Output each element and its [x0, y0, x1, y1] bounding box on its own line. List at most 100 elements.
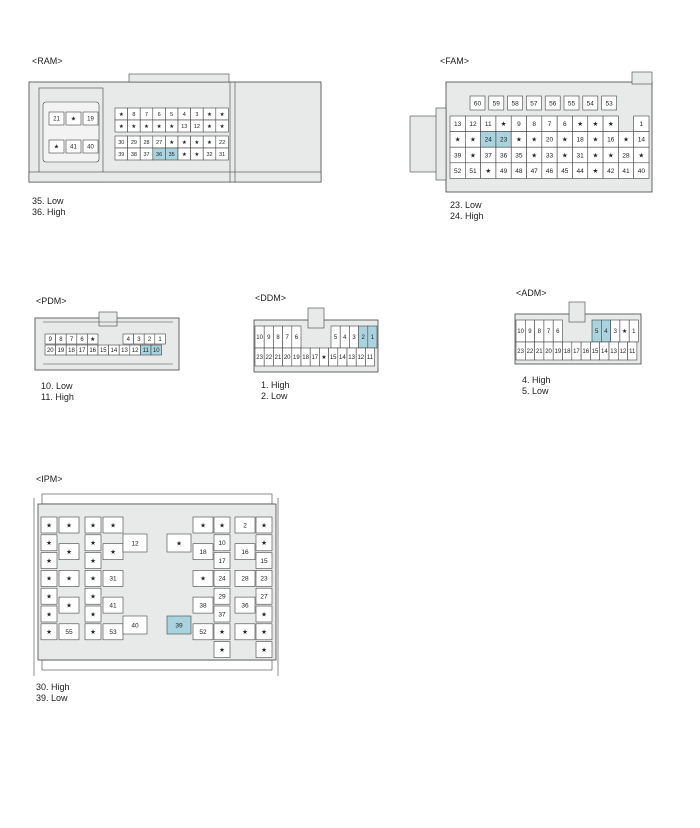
ipm-pin	[84, 623, 102, 641]
pin-label: 37	[485, 152, 493, 159]
pin-label: 5	[170, 112, 173, 118]
pin-label: 20	[47, 348, 54, 354]
pin-label: 41	[109, 602, 117, 609]
pin-label: ★	[119, 111, 124, 118]
ipm-pin	[255, 516, 273, 534]
pin-label: ★	[66, 601, 72, 609]
ram-notes: 35. Low 36. High	[32, 196, 66, 218]
pin-label: ★	[71, 116, 76, 123]
pin-label: 39	[175, 622, 183, 629]
ipm-pin	[213, 587, 231, 605]
pin-label: 36	[241, 602, 249, 609]
pin-label: ★	[608, 151, 614, 159]
pin-label: 2	[148, 337, 152, 343]
ipm-pin	[40, 587, 58, 605]
pin-label: 12	[620, 349, 627, 355]
pin-label: 19	[58, 348, 65, 354]
pin-label: 11	[485, 121, 492, 128]
pin-label: ★	[219, 646, 225, 654]
pin-label: ★	[90, 593, 96, 601]
ipm-pin	[234, 596, 256, 614]
pin-label: 45	[561, 168, 569, 175]
pin-label: 8	[538, 329, 542, 335]
ram-pin	[215, 147, 229, 161]
pin-label: 55	[65, 629, 73, 636]
ipm-pin	[40, 570, 58, 587]
ipm-pin	[213, 552, 231, 569]
pdm-pin	[87, 333, 99, 345]
pin-label: 17	[573, 349, 580, 355]
pin-label: 46	[546, 168, 554, 175]
pin-label: 53	[605, 100, 613, 107]
pin-label: 4	[127, 337, 131, 343]
pin-label: 15	[100, 348, 107, 354]
pin-label: 18	[302, 355, 309, 361]
ipm-pin	[192, 570, 214, 587]
pin-label: ★	[46, 593, 52, 601]
ipm-pin	[192, 623, 214, 641]
ipm-title: <IPM>	[36, 474, 63, 484]
pin-label: ★	[593, 151, 599, 159]
pin-label: 15	[592, 349, 599, 355]
pin-label: 37	[143, 152, 149, 158]
pin-label: 8	[132, 112, 135, 118]
ram-pin	[82, 111, 99, 126]
pin-label: 28	[622, 152, 630, 159]
pin-label: 6	[295, 335, 299, 341]
ram-pin	[65, 139, 82, 154]
pin-label: ★	[66, 521, 72, 529]
pin-label: 42	[607, 168, 615, 175]
pin-label: 3	[352, 335, 356, 341]
pin-label: 56	[549, 100, 557, 107]
pin-label: ★	[182, 139, 187, 146]
pin-label: ★	[608, 120, 614, 128]
pin-label: 41	[622, 168, 630, 175]
pdm-pin	[154, 333, 166, 345]
pin-label: 18	[564, 349, 571, 355]
adm-pin	[627, 341, 638, 361]
pin-label: ★	[577, 120, 583, 128]
ipm-pin	[84, 605, 102, 623]
pin-label: 36	[156, 152, 162, 158]
pin-label: 38	[199, 602, 207, 609]
pin-label: 40	[131, 622, 139, 629]
pin-label: 20	[284, 355, 291, 361]
pin-label: 32	[206, 152, 212, 158]
pin-label: ★	[182, 151, 187, 158]
pin-label: 12	[194, 124, 200, 130]
fam-pin	[488, 95, 505, 111]
ipm-pin	[255, 534, 273, 552]
adm-notes: 4. High 5. Low	[522, 375, 551, 397]
pin-label: 49	[500, 168, 508, 175]
pin-label: 14	[638, 137, 646, 144]
ipm-pin	[255, 605, 273, 623]
fam-note-2: 24. High	[450, 211, 484, 221]
pin-label: 21	[536, 349, 543, 355]
pin-label: 13	[348, 355, 355, 361]
ram-pin	[82, 139, 99, 154]
pin-label: ★	[593, 167, 599, 175]
pin-label: 7	[286, 335, 290, 341]
pin-label: 17	[218, 558, 226, 565]
pin-label: ★	[455, 136, 461, 144]
pin-label: ★	[157, 123, 162, 130]
pin-label: 16	[89, 348, 96, 354]
pin-label: 35	[169, 152, 175, 158]
pin-label: 4	[183, 112, 186, 118]
pin-label: 6	[556, 329, 560, 335]
ipm-pin	[84, 552, 102, 569]
pin-label: 29	[131, 140, 137, 146]
pin-label: 8	[532, 121, 536, 128]
pin-label: 7	[548, 121, 552, 128]
ipm-pin	[122, 615, 148, 635]
ipm-pin	[40, 605, 58, 623]
pin-label: 30	[118, 140, 124, 146]
ipm-note-1: 30. High	[36, 682, 70, 692]
pin-label: 22	[527, 349, 534, 355]
pin-label: ★	[242, 628, 248, 636]
pdm-note-2: 11. High	[41, 392, 74, 402]
ipm-pin	[255, 570, 273, 587]
pin-label: 17	[311, 355, 318, 361]
ipm-pin	[234, 623, 256, 641]
pin-label: 18	[68, 348, 75, 354]
